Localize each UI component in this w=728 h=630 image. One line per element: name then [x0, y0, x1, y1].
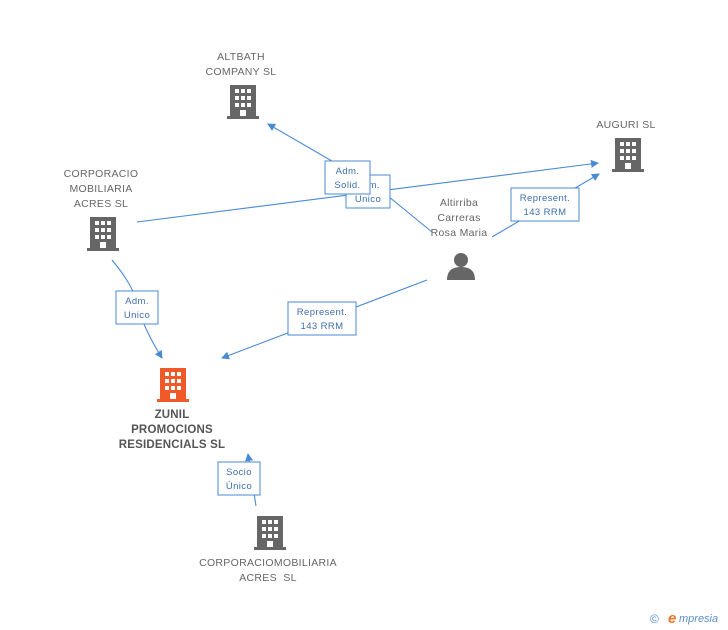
building-icon — [227, 85, 259, 119]
edge-label-adm-unico-zunil: Adm. Unico — [115, 290, 159, 325]
svg-text:Represent.: Represent. — [297, 307, 347, 318]
edge-label-socio-unico: Socio Único — [217, 461, 261, 496]
node-corporacio-bottom[interactable]: CORPORACIOMOBILIARIA ACRES SL — [199, 516, 337, 584]
node-altbath[interactable]: ALTBATH COMPANY SL — [206, 51, 277, 119]
svg-text:CORPORACIO: CORPORACIO — [64, 168, 139, 180]
building-icon — [157, 368, 189, 402]
svg-text:ACRES SL: ACRES SL — [74, 198, 128, 210]
edge-label-represent-auguri: Represent. 143 RRM — [510, 187, 580, 222]
node-auguri[interactable]: AUGURI SL — [596, 119, 655, 172]
svg-text:RESIDENCIALS SL: RESIDENCIALS SL — [119, 439, 226, 451]
svg-text:PROMOCIONS: PROMOCIONS — [131, 424, 213, 436]
person-icon — [447, 253, 475, 280]
node-person[interactable]: Altirriba Carreras Rosa Maria — [431, 197, 488, 280]
svg-text:MOBILIARIA: MOBILIARIA — [69, 183, 132, 195]
svg-text:143 RRM: 143 RRM — [301, 321, 344, 332]
svg-text:Adm.: Adm. — [336, 166, 360, 177]
edge-label-adm-solid: Adm. Solid. — [324, 160, 371, 195]
svg-text:Adm.: Adm. — [125, 296, 149, 307]
node-corporacio-top[interactable]: CORPORACIO MOBILIARIA ACRES SL — [64, 168, 139, 251]
node-zunil[interactable]: ZUNIL PROMOCIONS RESIDENCIALS SL — [119, 368, 226, 451]
svg-text:Socio: Socio — [226, 467, 252, 478]
svg-text:Carreras: Carreras — [437, 212, 480, 224]
building-icon — [254, 516, 286, 550]
svg-text:COMPANY SL: COMPANY SL — [206, 66, 277, 78]
brand-name: mpresia — [679, 613, 718, 625]
svg-text:Solid.: Solid. — [334, 180, 360, 191]
brand-initial: e — [668, 610, 676, 627]
svg-text:AUGURI SL: AUGURI SL — [596, 119, 655, 131]
svg-text:CORPORACIOMOBILIARIA: CORPORACIOMOBILIARIA — [199, 557, 337, 569]
svg-text:Único: Único — [226, 481, 252, 492]
copyright-symbol: © — [650, 612, 659, 626]
edge-label-represent-zunil: Represent. 143 RRM — [287, 301, 357, 336]
building-icon — [87, 217, 119, 251]
empresia-logo: © e mpresia — [650, 610, 718, 627]
svg-text:Altirriba: Altirriba — [440, 197, 478, 209]
svg-text:Rosa Maria: Rosa Maria — [431, 227, 488, 239]
svg-text:143 RRM: 143 RRM — [524, 207, 567, 218]
svg-text:ALTBATH: ALTBATH — [217, 51, 265, 63]
svg-text:ZUNIL: ZUNIL — [155, 409, 190, 421]
svg-text:Unico: Unico — [124, 310, 150, 321]
edge-person-trail — [382, 191, 433, 233]
svg-text:Unico: Unico — [355, 194, 381, 205]
building-icon — [612, 138, 644, 172]
svg-text:Represent.: Represent. — [520, 193, 570, 204]
svg-text:ACRES SL: ACRES SL — [239, 572, 297, 584]
